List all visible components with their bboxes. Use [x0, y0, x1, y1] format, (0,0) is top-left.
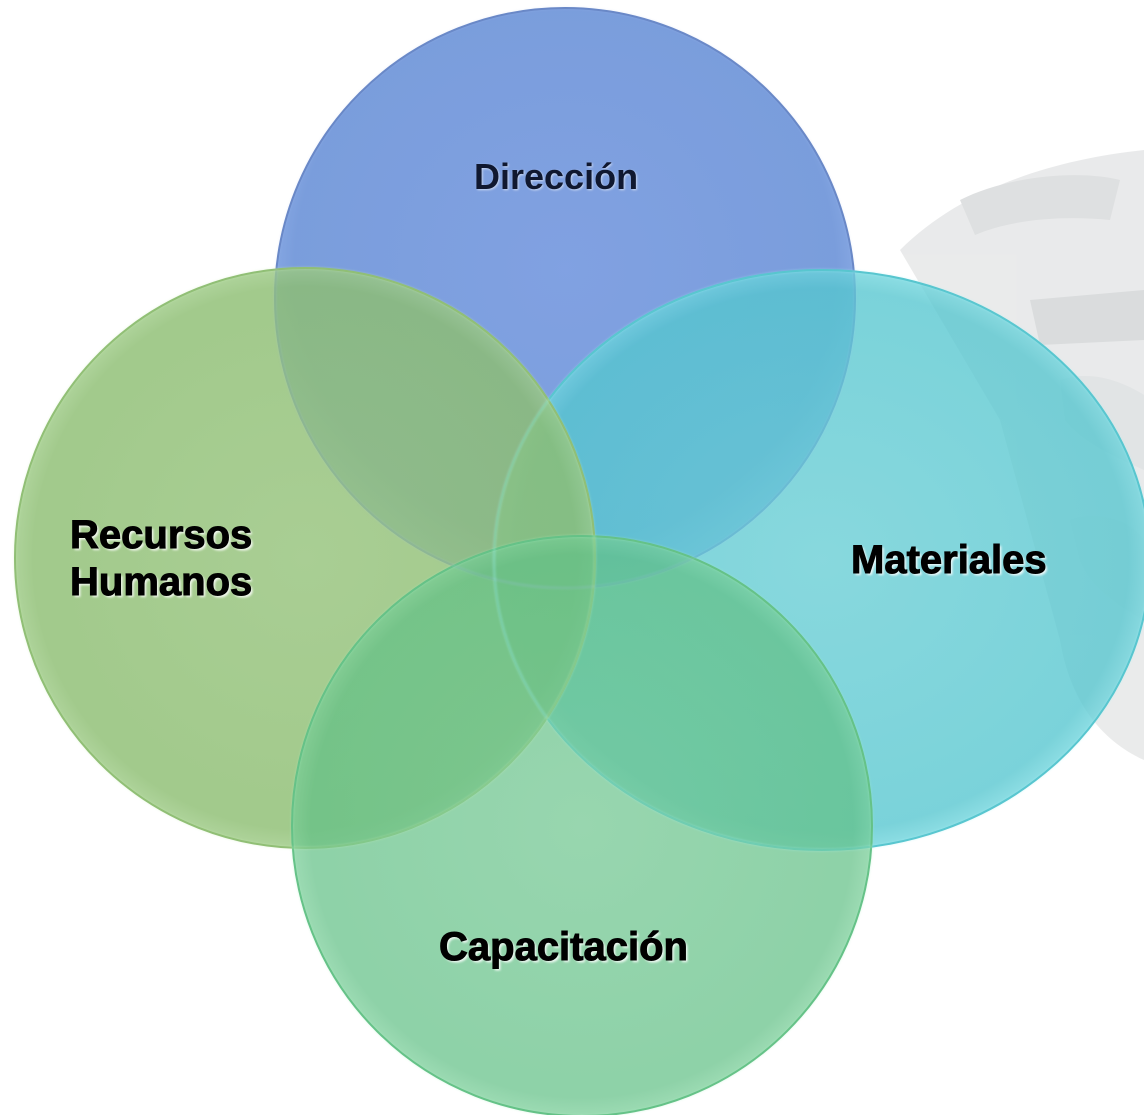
label-materiales: Materiales [851, 537, 1048, 582]
label-capacitacion: Capacitación [439, 924, 689, 969]
circle-capacitacion [291, 535, 873, 1115]
label-recursos-humanos: Recursos Humanos [69, 512, 253, 605]
label-direccion: Dirección [474, 156, 639, 197]
